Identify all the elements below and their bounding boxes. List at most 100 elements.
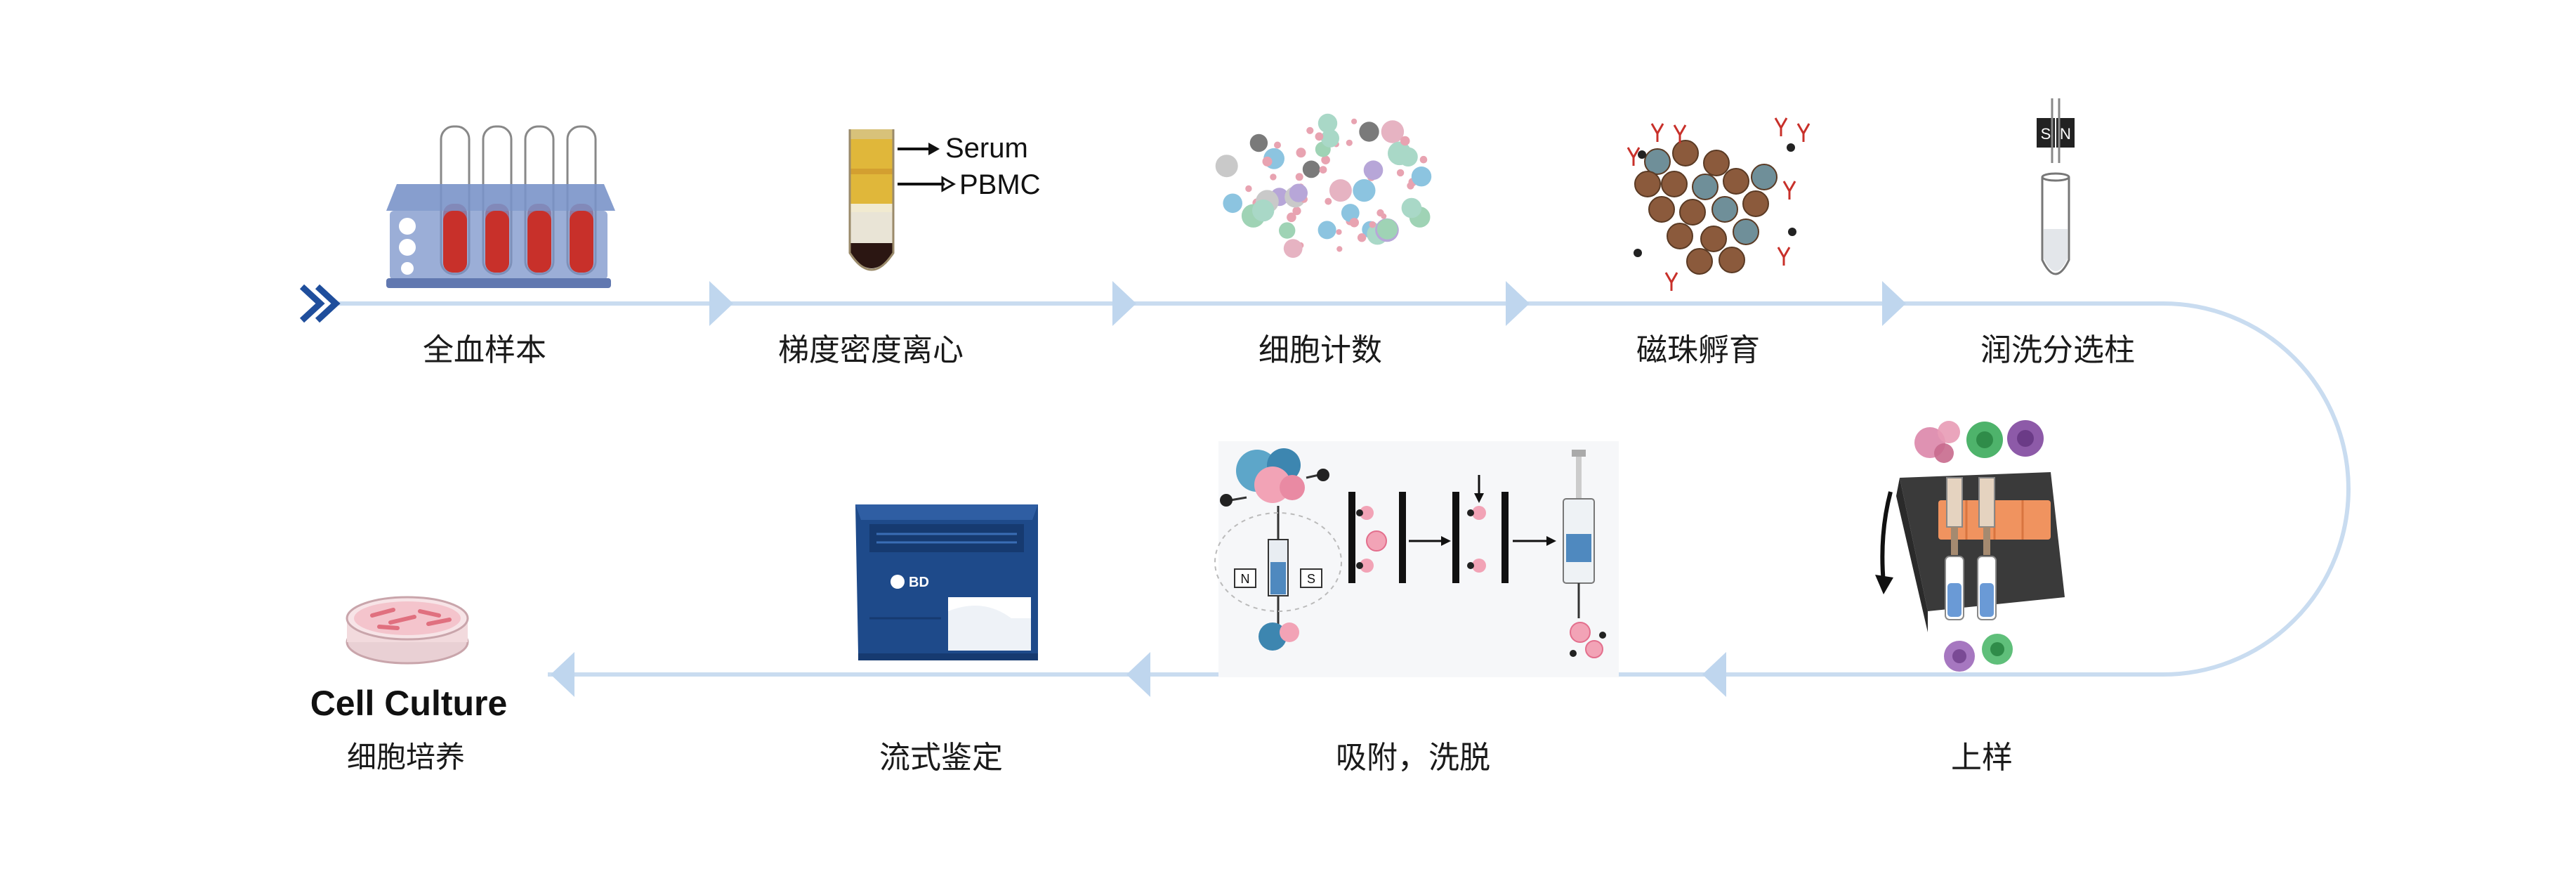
cell-dot — [1295, 173, 1303, 181]
magnetic-bead — [1711, 196, 1738, 223]
start-chevron-icon — [299, 284, 341, 323]
cell-dot — [1346, 139, 1353, 146]
cell-dot — [1363, 160, 1384, 180]
flow-arrow-icon — [1112, 281, 1136, 326]
blood-tube-rack-illustration — [386, 125, 615, 288]
cell-dot — [1325, 197, 1332, 205]
cell-dot — [1401, 197, 1422, 218]
density-gradient-tube-illustration: Serum PBMC — [848, 129, 1041, 271]
cell-dot — [1270, 174, 1277, 181]
cell-dot — [1321, 155, 1330, 164]
cell-dot — [1302, 160, 1320, 178]
pbmc-label: PBMC — [959, 169, 1041, 200]
flow-arrow-icon — [551, 652, 574, 697]
cell-count-illustration — [1215, 113, 1432, 258]
magnet-s-label: S — [2041, 125, 2051, 143]
step-label-adsorption-elution: 吸附，洗脱 — [1336, 740, 1490, 776]
cell-dot — [1319, 166, 1327, 174]
cell-dot — [1315, 132, 1324, 141]
cell-dot — [1411, 167, 1432, 187]
cell-dot — [1252, 199, 1275, 222]
cell-dot — [1381, 120, 1405, 143]
antibody-icon — [1774, 117, 1788, 136]
cell-dot — [1329, 179, 1352, 202]
cell-dot — [1262, 156, 1273, 167]
antibody-icon — [1627, 147, 1641, 166]
cell-dot — [1396, 169, 1405, 177]
cell-dot — [1398, 147, 1418, 167]
magnetic-bead — [1692, 174, 1719, 200]
flow-arrow-icon — [1126, 652, 1150, 697]
magnetic-bead — [1703, 150, 1730, 176]
cell-dot — [1336, 246, 1343, 252]
antibody-icon — [1782, 181, 1796, 200]
magnetic-bead — [1751, 164, 1777, 190]
cell-dot — [1419, 155, 1428, 164]
nanobead — [1638, 150, 1646, 159]
cell-dot — [1296, 148, 1306, 158]
flow-arrow-icon — [1506, 281, 1530, 326]
magnetic-bead — [1634, 171, 1661, 197]
flow-path — [337, 301, 2351, 677]
magnet-n-label: N — [2060, 125, 2071, 143]
antibody-icon — [1673, 124, 1687, 143]
nanobead — [1634, 249, 1642, 257]
antibody-icon — [1664, 272, 1678, 291]
serum-label: Serum — [945, 133, 1028, 164]
column-n-label: N — [1241, 572, 1250, 586]
cell-dot — [1215, 155, 1238, 178]
step-label-cell-culture-title: Cell Culture — [310, 684, 508, 723]
step-label-column-rinse: 润洗分选柱 — [1980, 332, 2135, 368]
flow-arrow-icon — [1702, 652, 1726, 697]
cell-dot — [1287, 212, 1296, 223]
step-label-whole-blood: 全血样本 — [423, 332, 546, 368]
step-label-density-centrifugation: 梯度密度离心 — [778, 332, 964, 368]
antibody-icon — [1796, 123, 1811, 142]
cell-dot — [1279, 222, 1296, 239]
flow-cytometer-illustration: BD — [855, 504, 1038, 660]
cell-dot — [1341, 204, 1360, 222]
step-label-flow-identification: 流式鉴定 — [879, 740, 1003, 776]
cell-dot — [1336, 229, 1342, 235]
cell-culture-dish-illustration — [346, 596, 469, 665]
magnetic-bead — [1672, 140, 1699, 167]
cell-dot — [1274, 141, 1281, 149]
adsorption-elution-illustration: N S — [1214, 441, 1619, 677]
magnetic-bead — [1723, 168, 1749, 195]
cell-dot — [1369, 221, 1376, 228]
magnetic-bead — [1733, 218, 1759, 245]
cell-dot — [1289, 183, 1308, 202]
cell-dot — [1317, 221, 1336, 240]
nanobead — [1788, 228, 1796, 236]
cell-dot — [1353, 179, 1376, 202]
column-rinse-illustration: S N — [2037, 98, 2075, 275]
cytometer-brand-label: BD — [909, 575, 929, 590]
cell-dot — [1376, 218, 1398, 240]
cell-dot — [1306, 126, 1314, 134]
magnetic-bead — [1719, 247, 1745, 273]
cell-dot — [1249, 133, 1268, 152]
antibody-icon — [1777, 247, 1791, 266]
antibody-icon — [1650, 123, 1664, 142]
magnetic-bead — [1648, 196, 1675, 223]
cell-dot — [1223, 193, 1242, 214]
column-s-label: S — [1307, 572, 1315, 586]
step-label-loading: 上样 — [1951, 740, 2013, 776]
flow-arrow-icon — [1882, 281, 1906, 326]
cell-dot — [1245, 185, 1252, 193]
magnetic-bead — [1667, 223, 1693, 249]
step-label-cell-culture-sub: 细胞培养 — [346, 740, 466, 774]
magnetic-bead — [1700, 226, 1727, 252]
cell-dot — [1349, 218, 1360, 228]
cell-dot — [1292, 207, 1301, 216]
magnetic-bead — [1686, 248, 1713, 275]
step-label-cell-count: 细胞计数 — [1259, 332, 1382, 368]
cell-dot — [1357, 233, 1367, 242]
magnetic-bead — [1679, 199, 1706, 226]
magnetic-bead-incubation-illustration — [1627, 117, 1811, 291]
magnetic-bead — [1644, 148, 1671, 175]
cell-dot — [1376, 209, 1384, 217]
magnetic-bead — [1742, 190, 1769, 217]
sample-loading-rack-illustration — [1875, 420, 2065, 672]
step-label-bead-incubation: 磁珠孵育 — [1636, 332, 1760, 368]
